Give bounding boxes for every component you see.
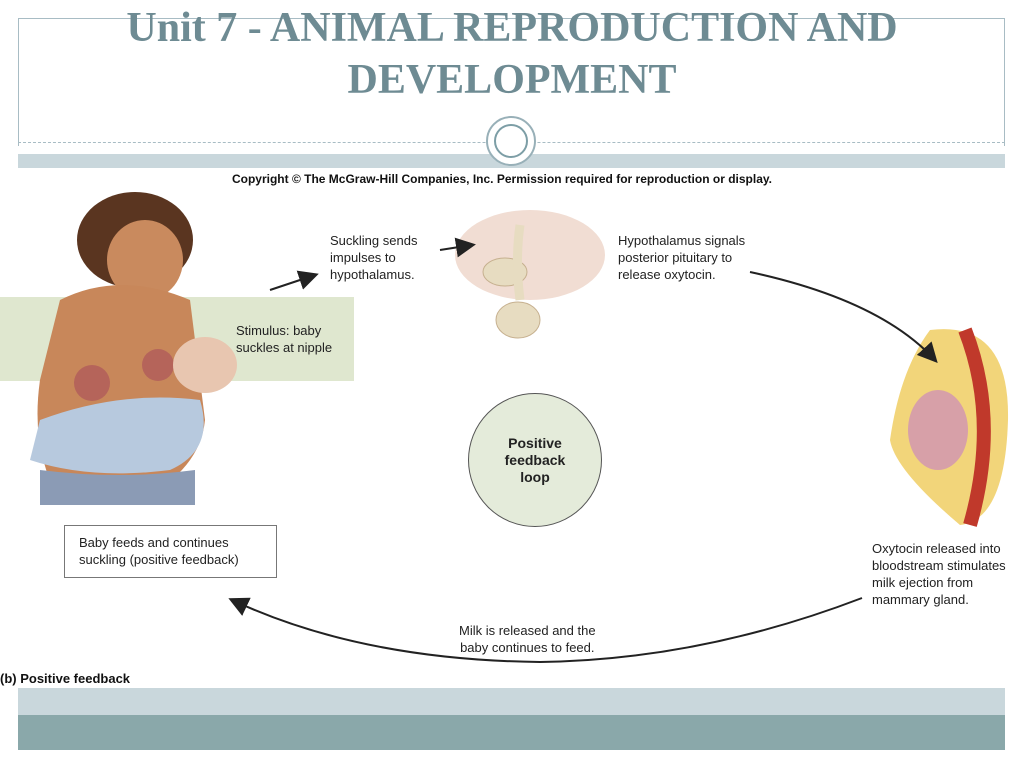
mother-baby-illustration — [30, 192, 237, 505]
label-oxytocin: Oxytocin released into bloodstream stimu… — [872, 541, 1006, 607]
title-frame — [18, 18, 1005, 146]
label-center: Positive feedback loop — [504, 434, 566, 485]
label-milk: Milk is released and the baby continues … — [459, 623, 596, 655]
label-suckling: Suckling sends impulses to hypothalamus. — [330, 233, 418, 282]
positive-feedback-loop-circle: Positive feedback loop — [468, 393, 602, 527]
slide-title: Unit 7 - ANIMAL REPRODUCTION AND DEVELOP… — [126, 5, 898, 103]
arrow-return — [228, 597, 863, 664]
footer-band-top — [18, 688, 1005, 715]
footer-band-bottom — [18, 715, 1005, 750]
copyright-notice: Copyright © The McGraw-Hill Companies, I… — [231, 172, 773, 186]
label-stimulus: Stimulus: baby suckles at nipple — [236, 323, 333, 355]
arrow-to-mammary — [749, 271, 938, 363]
figure-caption: (b) Positive feedback — [0, 671, 131, 686]
title-ornament-icon — [486, 116, 536, 166]
arrow-to-suckling — [269, 270, 319, 291]
pituitary-illustration — [455, 210, 605, 339]
arrow-to-pituitary — [439, 237, 476, 258]
label-baby-feeds: Baby feeds and continues suckling (posit… — [79, 535, 239, 567]
baby-feeds-box: Baby feeds and continues suckling (posit… — [64, 525, 277, 578]
label-hypothalamus: Hypothalamus signals posterior pituitary… — [618, 233, 746, 282]
mammary-gland-illustration — [890, 327, 1009, 527]
